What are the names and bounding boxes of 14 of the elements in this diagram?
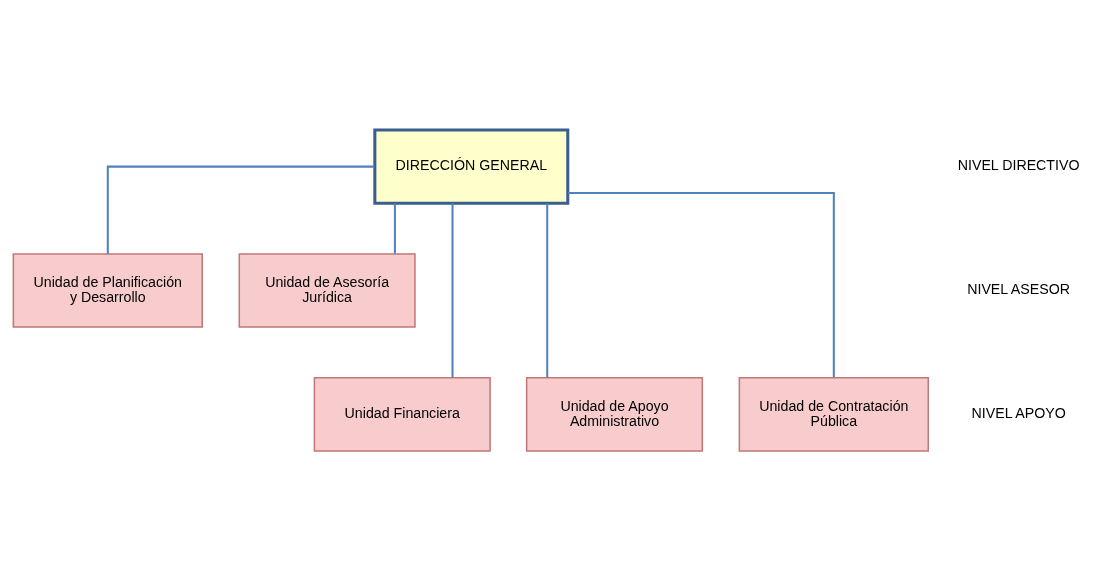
connector [393,203,396,254]
label: NIVEL DIRECTIVO [957,157,1080,174]
connector [106,165,375,254]
label: NIVEL ASESOR [967,281,1071,298]
node-box: DIRECCIÓN GENERAL [373,128,570,205]
node-box: Unidad de Asesoría Jurídica [238,253,416,328]
label: NIVEL APOYO [971,405,1066,422]
node-box: Unidad Financiera [313,377,491,452]
connector [546,203,549,378]
node-box: Unidad de Apoyo Administrativo [525,377,704,452]
node-box: Unidad de Contratación Pública [738,377,929,452]
connector [568,192,835,378]
node-box: Unidad de Planificación y Desarrollo [12,253,203,328]
connector [451,203,454,378]
